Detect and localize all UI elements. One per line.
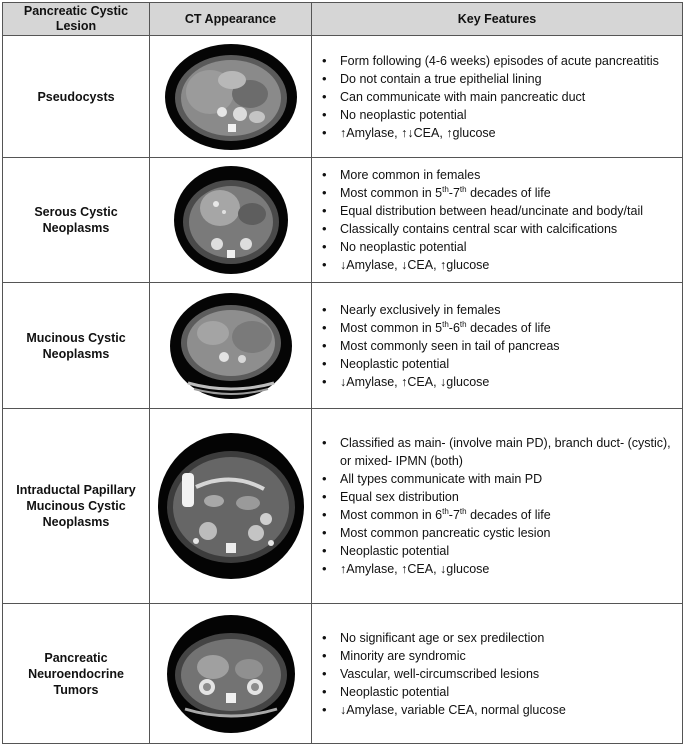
list-item: Vascular, well-circumscribed lesions	[322, 665, 676, 683]
list-item: ↑Amylase, ↑CEA, ↓glucose	[322, 560, 676, 578]
table-row: Intraductal Papillary Mucinous Cystic Ne…	[2, 408, 683, 604]
table-row: Pseudocysts	[2, 35, 683, 158]
table-row: Pancreatic Neuroendocrine Tumors	[2, 603, 683, 744]
list-item: Most commonly seen in tail of pancreas	[322, 337, 676, 355]
lesion-name: Intraductal Papillary Mucinous Cystic Ne…	[2, 408, 150, 604]
list-item: ↓Amylase, ↓CEA, ↑glucose	[322, 256, 676, 274]
list-item: Can communicate with main pancreatic duc…	[322, 88, 676, 106]
list-item: Classified as main- (involve main PD), b…	[322, 434, 676, 470]
list-item: Classically contains central scar with c…	[322, 220, 676, 238]
table-row: Serous Cystic Neoplasms More com	[2, 157, 683, 283]
list-item: Most common in 6th-7th decades of life	[322, 506, 676, 524]
ct-scan-ipmn-image	[157, 433, 304, 579]
table-row: Mucinous Cystic Neoplasms Nearly exclusi…	[2, 282, 683, 409]
list-item: No significant age or sex predilection	[322, 629, 676, 647]
features-list: No significant age or sex predilection M…	[312, 629, 676, 719]
list-item: More common in females	[322, 166, 676, 184]
features-list: Form following (4-6 weeks) episodes of a…	[312, 52, 676, 142]
list-item: No neoplastic potential	[322, 238, 676, 256]
list-item: Minority are syndromic	[322, 647, 676, 665]
list-item: ↓Amylase, variable CEA, normal glucose	[322, 701, 676, 719]
ct-scan-serous-cystic-image	[173, 166, 288, 274]
features-list: More common in females Most common in 5t…	[312, 166, 676, 274]
list-item: Equal sex distribution	[322, 488, 676, 506]
list-item: ↓Amylase, ↑CEA, ↓glucose	[322, 373, 676, 391]
list-item: Neoplastic potential	[322, 355, 676, 373]
header-ct-appearance: CT Appearance	[149, 2, 312, 36]
header-key-features: Key Features	[311, 2, 683, 36]
ct-scan-pseudocyst-image	[164, 43, 297, 150]
lesion-name: Pancreatic Neuroendocrine Tumors	[2, 603, 150, 744]
header-row: Pancreatic Cystic Lesion CT Appearance K…	[2, 2, 683, 36]
list-item: Form following (4-6 weeks) episodes of a…	[322, 52, 676, 70]
list-item: Neoplastic potential	[322, 542, 676, 560]
list-item: Most common pancreatic cystic lesion	[322, 524, 676, 542]
list-item: Nearly exclusively in females	[322, 301, 676, 319]
lesion-name: Pseudocysts	[2, 35, 150, 158]
lesion-name: Serous Cystic Neoplasms	[2, 157, 150, 283]
list-item: Do not contain a true epithelial lining	[322, 70, 676, 88]
ct-scan-pnet-image	[166, 614, 295, 733]
features-list: Nearly exclusively in females Most commo…	[312, 301, 676, 391]
list-item: Most common in 5th-6th decades of life	[322, 319, 676, 337]
list-item: Neoplastic potential	[322, 683, 676, 701]
header-lesion: Pancreatic Cystic Lesion	[2, 2, 150, 36]
list-item: All types communicate with main PD	[322, 470, 676, 488]
ct-scan-mucinous-cystic-image	[169, 292, 292, 399]
list-item: Most common in 5th-7th decades of life	[322, 184, 676, 202]
list-item: Equal distribution between head/uncinate…	[322, 202, 676, 220]
lesion-name: Mucinous Cystic Neoplasms	[2, 282, 150, 409]
features-list: Classified as main- (involve main PD), b…	[312, 434, 676, 578]
list-item: No neoplastic potential	[322, 106, 676, 124]
list-item: ↑Amylase, ↑↓CEA, ↑glucose	[322, 124, 676, 142]
